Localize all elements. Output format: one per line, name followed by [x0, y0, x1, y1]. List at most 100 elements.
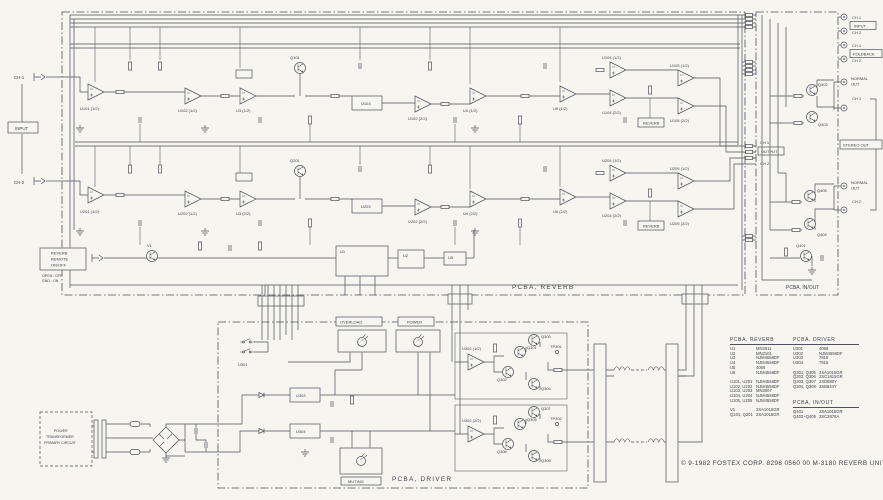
remote-note-1: OPEN : OFF [42, 274, 63, 278]
u102a-opamp [184, 87, 202, 105]
q301-transistor [514, 346, 526, 358]
inout-pins [742, 13, 756, 242]
filter-cap-2 [204, 441, 208, 449]
q401-label: Q401 [796, 243, 807, 248]
ch2-filter-block [235, 172, 253, 182]
u202b-opamp [414, 198, 432, 216]
u205b-label: U205 (2/2) [670, 221, 690, 226]
q401-ground [807, 266, 817, 275]
u302a-opamp [467, 353, 485, 371]
tank-pickup-coil-a [647, 366, 665, 371]
board-outlines [61, 11, 839, 489]
u105b-label: U105 (2/2) [670, 118, 690, 123]
u4a-opamp [469, 87, 487, 105]
tank-connector-right [665, 343, 679, 483]
q101-transistor [294, 62, 306, 74]
io-output-box [757, 146, 785, 156]
u2-label: U2 [403, 253, 409, 258]
u103-bbd [351, 95, 383, 111]
remote-label-3: ON/OFF [51, 263, 67, 268]
u101-label: U101 (1/2) [80, 106, 100, 111]
u302b-opamp [467, 425, 485, 443]
normal-out-2-label-a: NORMAL [851, 180, 869, 185]
q304-label: Q304 [541, 386, 552, 391]
u205a-label: U205 (1/2) [670, 166, 690, 171]
tp302-testpoint [555, 422, 559, 426]
u102b-opamp [414, 95, 432, 113]
u202b-label: U202 (2/2) [408, 219, 428, 224]
tank-connector-left [593, 343, 607, 483]
u5-label: U5 [448, 255, 454, 260]
rear-input-ch2-jack [840, 27, 848, 35]
q201-transistor [294, 165, 306, 177]
tank-drive-coil-b [613, 438, 631, 443]
q308-transistor [528, 450, 540, 462]
ch1-filter-block [235, 69, 253, 79]
parts-list-reverb-title: PCBA, REVERB [730, 337, 796, 345]
rear-jack-column: CH 1 INPUT CH 2 CH 1 FOLDBACK CH 2 NORMA… [833, 13, 883, 214]
q308-label: Q308 [541, 458, 552, 463]
reverb-tank-section [593, 343, 686, 483]
stereo-ch2-label: CH 2 [852, 199, 862, 204]
q403-transistor [806, 111, 818, 123]
remote-label-1: REVERB [51, 251, 68, 256]
reverb-board-label: PCBA, REVERB [512, 284, 574, 291]
normal-out-1-jack [840, 78, 848, 86]
q404-transistor [804, 218, 816, 230]
remote-jack [91, 253, 104, 263]
psu-primary-box [39, 411, 93, 467]
ch1-input-jack [33, 72, 46, 82]
u1-label: U1 [340, 249, 346, 254]
q402-transistor [806, 84, 818, 96]
u3b-label: U3 (2/2) [236, 211, 251, 216]
u205a-opamp [677, 172, 695, 190]
u3a-label: U3 (1/2) [236, 108, 251, 113]
q302-transistor [502, 366, 514, 378]
rear-input-box [849, 21, 877, 30]
u303-label: U303 [296, 393, 306, 398]
ch2-passives [75, 146, 652, 245]
u6b-label: U6 (2/2) [553, 209, 568, 214]
q307-transistor [528, 406, 540, 418]
u102b-label: U102 (2/2) [408, 116, 428, 121]
connector-group-c [681, 293, 709, 305]
ch2-input-jack [33, 176, 46, 186]
u102a-label: U102 (1/2) [178, 108, 198, 113]
regulator-ground [300, 448, 310, 457]
u105a-opamp [677, 69, 695, 87]
u6a-label: U6 (1/2) [553, 106, 568, 111]
u3b-opamp [239, 190, 257, 208]
rear-foldback-ch1-label: CH 1 [852, 43, 862, 48]
reg-diode-1 [258, 392, 265, 398]
parts-list-inout-title: PCBA, IN/OUT [793, 400, 859, 408]
u304-label: U304 [296, 429, 306, 434]
u101-opamp [87, 83, 105, 101]
ch2-reverb-pot-label: REVERB [643, 224, 660, 229]
rear-input-label: INPUT [854, 24, 867, 29]
power-label-box [397, 316, 435, 327]
u5-block [443, 251, 467, 266]
connector-group-a [257, 295, 305, 307]
transformer-secondary [101, 419, 107, 459]
u301-label: U301 [238, 362, 248, 367]
normal-out-1-label-a: NORMAL [851, 76, 869, 81]
u6b-opamp [559, 188, 577, 206]
left-ch1-label: CH-1 [14, 75, 25, 80]
rear-foldback-ch2-jack [840, 55, 848, 63]
tp301-label: TP301 [550, 344, 563, 349]
stereo-ch1-label: CH 1 [852, 96, 862, 101]
rear-foldback-ch1-jack [840, 41, 848, 49]
rear-input-ch1-label: CH 1 [852, 15, 862, 20]
tank-drive-coil-a [613, 366, 631, 371]
remote-note-2: GND : ON [42, 279, 59, 283]
